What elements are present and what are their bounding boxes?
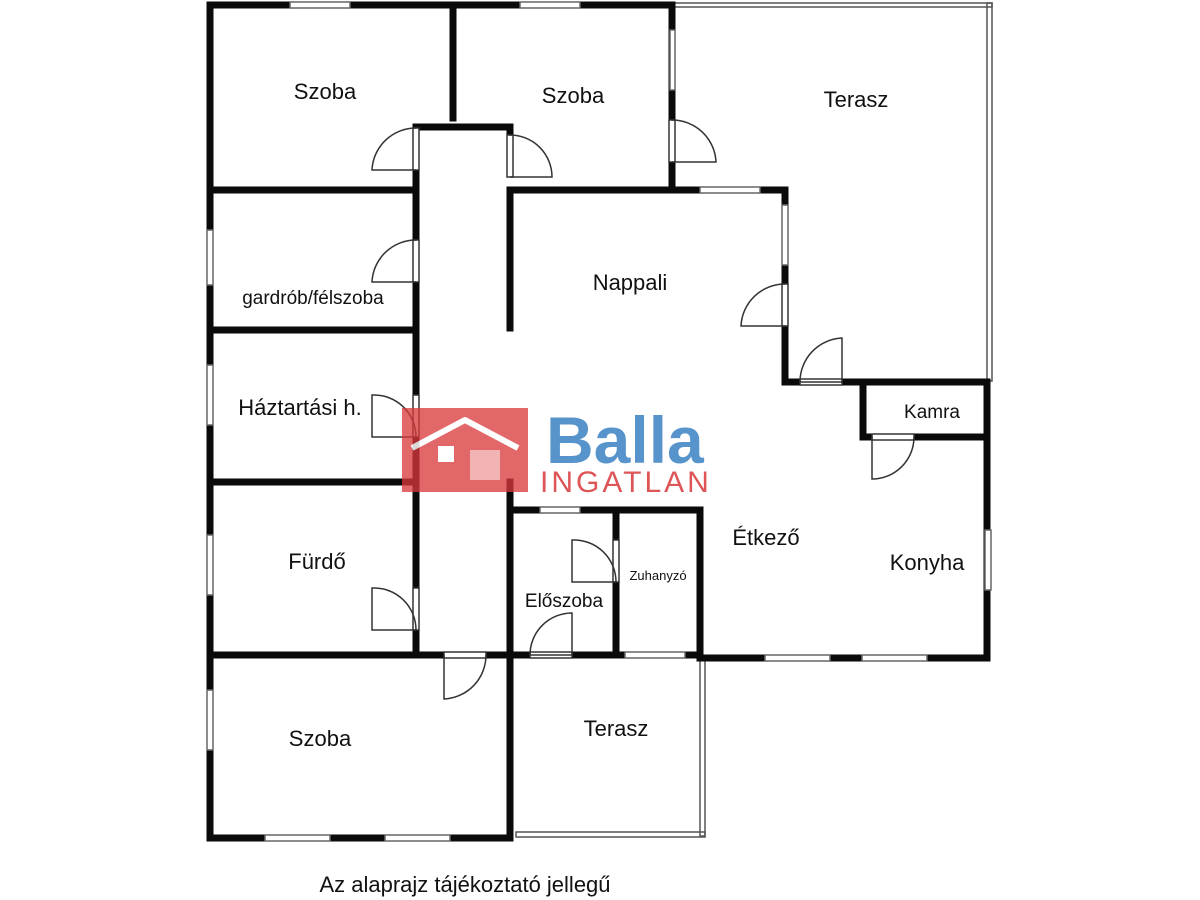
room-label-terasz: Terasz bbox=[824, 87, 889, 112]
room-label-haztartasi: Háztartási h. bbox=[238, 395, 362, 420]
room-label-nappali: Nappali bbox=[593, 270, 668, 295]
room-label-konyha: Konyha bbox=[890, 550, 965, 575]
room-label-szoba: Szoba bbox=[542, 83, 605, 108]
room-label-szoba: Szoba bbox=[289, 726, 352, 751]
room-label-furdo: Fürdő bbox=[288, 549, 345, 574]
caption: Az alaprajz tájékoztató jellegű bbox=[319, 872, 610, 897]
windows bbox=[206, 1, 992, 842]
balla-ingatlan-logo: Balla INGATLAN bbox=[402, 403, 712, 499]
room-label-eloszoba: Előszoba bbox=[525, 591, 604, 612]
room-label-gardrob: gardrób/félszoba bbox=[242, 288, 384, 309]
room-label-terasz: Terasz bbox=[584, 716, 649, 741]
room-label-kamra: Kamra bbox=[904, 402, 960, 423]
room-label-zuhanyzo: Zuhanyzó bbox=[629, 568, 686, 583]
room-label-szoba: Szoba bbox=[294, 79, 357, 104]
logo-name: Balla bbox=[546, 403, 705, 477]
logo-subtitle: INGATLAN bbox=[540, 466, 712, 499]
room-labels: Szoba Szoba Terasz gardrób/félszoba Napp… bbox=[238, 79, 965, 751]
room-label-etkezo: Étkező bbox=[732, 525, 799, 550]
